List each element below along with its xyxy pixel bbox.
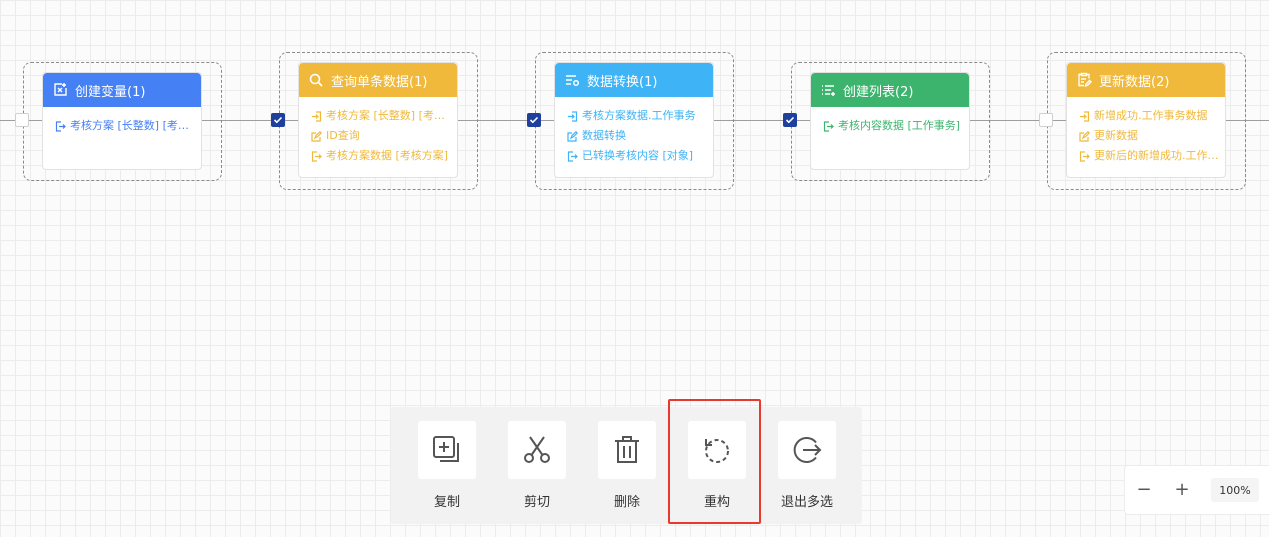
exit-icon xyxy=(793,437,822,463)
exit-multi-select-tool[interactable]: 退出多选 xyxy=(777,421,837,510)
delete-button[interactable] xyxy=(598,421,656,479)
rebuild-button[interactable] xyxy=(688,421,746,479)
rebuild-tool[interactable]: 重构 xyxy=(687,421,747,510)
minus-icon: − xyxy=(1136,478,1152,500)
node-item-text: ID查询 xyxy=(326,129,360,142)
node-item-text: 考核方案数据.工作事务 xyxy=(582,109,696,122)
node-item[interactable]: 新增成功.工作事务数据 xyxy=(1079,106,1219,126)
select-checkbox-update-data[interactable] xyxy=(1039,113,1053,127)
search-icon xyxy=(308,72,324,88)
copy-tool[interactable]: 复制 xyxy=(417,421,477,510)
exit-multi-select-button[interactable] xyxy=(778,421,836,479)
node-item[interactable]: 数据转换 xyxy=(567,126,707,146)
node-card-create-list[interactable]: 创建列表(2) 考核内容数据 [工作事务] xyxy=(810,72,970,170)
zoom-level[interactable]: 100% xyxy=(1211,478,1259,502)
node-title: 数据转换(1) xyxy=(587,74,658,90)
scissors-icon xyxy=(524,436,550,463)
zoom-control: − + 100% xyxy=(1124,465,1269,515)
node-title: 创建列表(2) xyxy=(843,84,914,100)
check-icon xyxy=(273,116,283,124)
cut-tool[interactable]: 剪切 xyxy=(507,421,567,510)
check-icon xyxy=(785,116,795,124)
node-item-text: 新增成功.工作事务数据 xyxy=(1094,109,1208,122)
node-item[interactable]: 更新数据 xyxy=(1079,126,1219,146)
cut-button[interactable] xyxy=(508,421,566,479)
node-card-update-data[interactable]: 更新数据(2) 新增成功.工作事务数据 更新数据 更新后的新增成功.工作事务 xyxy=(1066,62,1226,178)
edit-icon xyxy=(311,130,322,142)
copy-icon xyxy=(433,436,459,462)
node-item[interactable]: 已转换考核内容 [对象] xyxy=(567,146,707,166)
node-item-text: 考核方案 [长整数] [考核方案] xyxy=(326,109,451,122)
highlight-box xyxy=(668,399,761,524)
input-icon xyxy=(1079,110,1090,122)
node-item[interactable]: 更新后的新增成功.工作事务 xyxy=(1079,146,1219,166)
node-item-text: 已转换考核内容 [对象] xyxy=(582,149,694,162)
node-item-text: 更新后的新增成功.工作事务 xyxy=(1094,149,1219,162)
input-icon xyxy=(311,110,322,122)
delete-tool[interactable]: 删除 xyxy=(597,421,657,510)
zoom-out-button[interactable]: − xyxy=(1133,478,1155,500)
node-header: 数据转换(1) xyxy=(555,63,713,97)
copy-button[interactable] xyxy=(418,421,476,479)
node-card-data-transform[interactable]: 数据转换(1) 考核方案数据.工作事务 数据转换 已转换考核内容 [对象] xyxy=(554,62,714,178)
zoom-in-button[interactable]: + xyxy=(1171,478,1193,500)
node-item-text: 考核内容数据 [工作事务] xyxy=(838,119,961,132)
refresh-dashed-icon xyxy=(705,439,729,463)
trash-icon xyxy=(615,436,639,463)
node-header: 更新数据(2) xyxy=(1067,63,1225,97)
node-header: 查询单条数据(1) xyxy=(299,63,457,97)
node-card-query-single[interactable]: 查询单条数据(1) 考核方案 [长整数] [考核方案] ID查询 考核方案数据 … xyxy=(298,62,458,178)
node-title: 查询单条数据(1) xyxy=(331,74,428,90)
node-item-text: 考核方案数据 [考核方案] xyxy=(326,149,449,162)
select-checkbox-create-variable[interactable] xyxy=(15,113,29,127)
cut-label: 剪切 xyxy=(523,495,550,510)
variable-icon xyxy=(52,82,68,98)
edit-icon xyxy=(1079,130,1090,142)
node-header: 创建列表(2) xyxy=(811,73,969,107)
edit-icon xyxy=(567,130,578,142)
check-icon xyxy=(529,116,539,124)
node-item-text: 考核方案 [长整数] [考核方案] xyxy=(70,119,195,132)
output-icon xyxy=(1079,150,1090,162)
output-icon xyxy=(311,150,322,162)
node-item[interactable]: 考核方案 [长整数] [考核方案] xyxy=(55,116,195,136)
node-card-create-variable[interactable]: 创建变量(1) 考核方案 [长整数] [考核方案] xyxy=(42,72,202,170)
node-item[interactable]: ID查询 xyxy=(311,126,451,146)
output-icon xyxy=(823,120,834,132)
input-icon xyxy=(567,110,578,122)
output-icon xyxy=(567,150,578,162)
list-icon xyxy=(820,82,836,98)
rebuild-label: 重构 xyxy=(703,495,730,510)
exit-multi-select-label: 退出多选 xyxy=(780,495,833,510)
node-item[interactable]: 考核方案 [长整数] [考核方案] xyxy=(311,106,451,126)
select-checkbox-query-single[interactable] xyxy=(271,113,285,127)
node-item[interactable]: 考核内容数据 [工作事务] xyxy=(823,116,963,136)
node-title: 创建变量(1) xyxy=(75,84,146,100)
node-item[interactable]: 考核方案数据 [考核方案] xyxy=(311,146,451,166)
multi-select-toolbar: 复制 剪切 删除 重构 退出多选 xyxy=(391,407,862,524)
node-header: 创建变量(1) xyxy=(43,73,201,107)
node-item-text: 数据转换 xyxy=(582,129,626,142)
transform-icon xyxy=(564,72,580,88)
node-item-text: 更新数据 xyxy=(1094,129,1138,142)
select-checkbox-create-list[interactable] xyxy=(783,113,797,127)
delete-label: 删除 xyxy=(613,495,640,510)
node-title: 更新数据(2) xyxy=(1099,74,1170,90)
output-icon xyxy=(55,120,66,132)
clipboard-edit-icon xyxy=(1076,72,1092,88)
select-checkbox-data-transform[interactable] xyxy=(527,113,541,127)
node-item[interactable]: 考核方案数据.工作事务 xyxy=(567,106,707,126)
copy-label: 复制 xyxy=(433,495,460,510)
plus-icon: + xyxy=(1174,478,1190,500)
